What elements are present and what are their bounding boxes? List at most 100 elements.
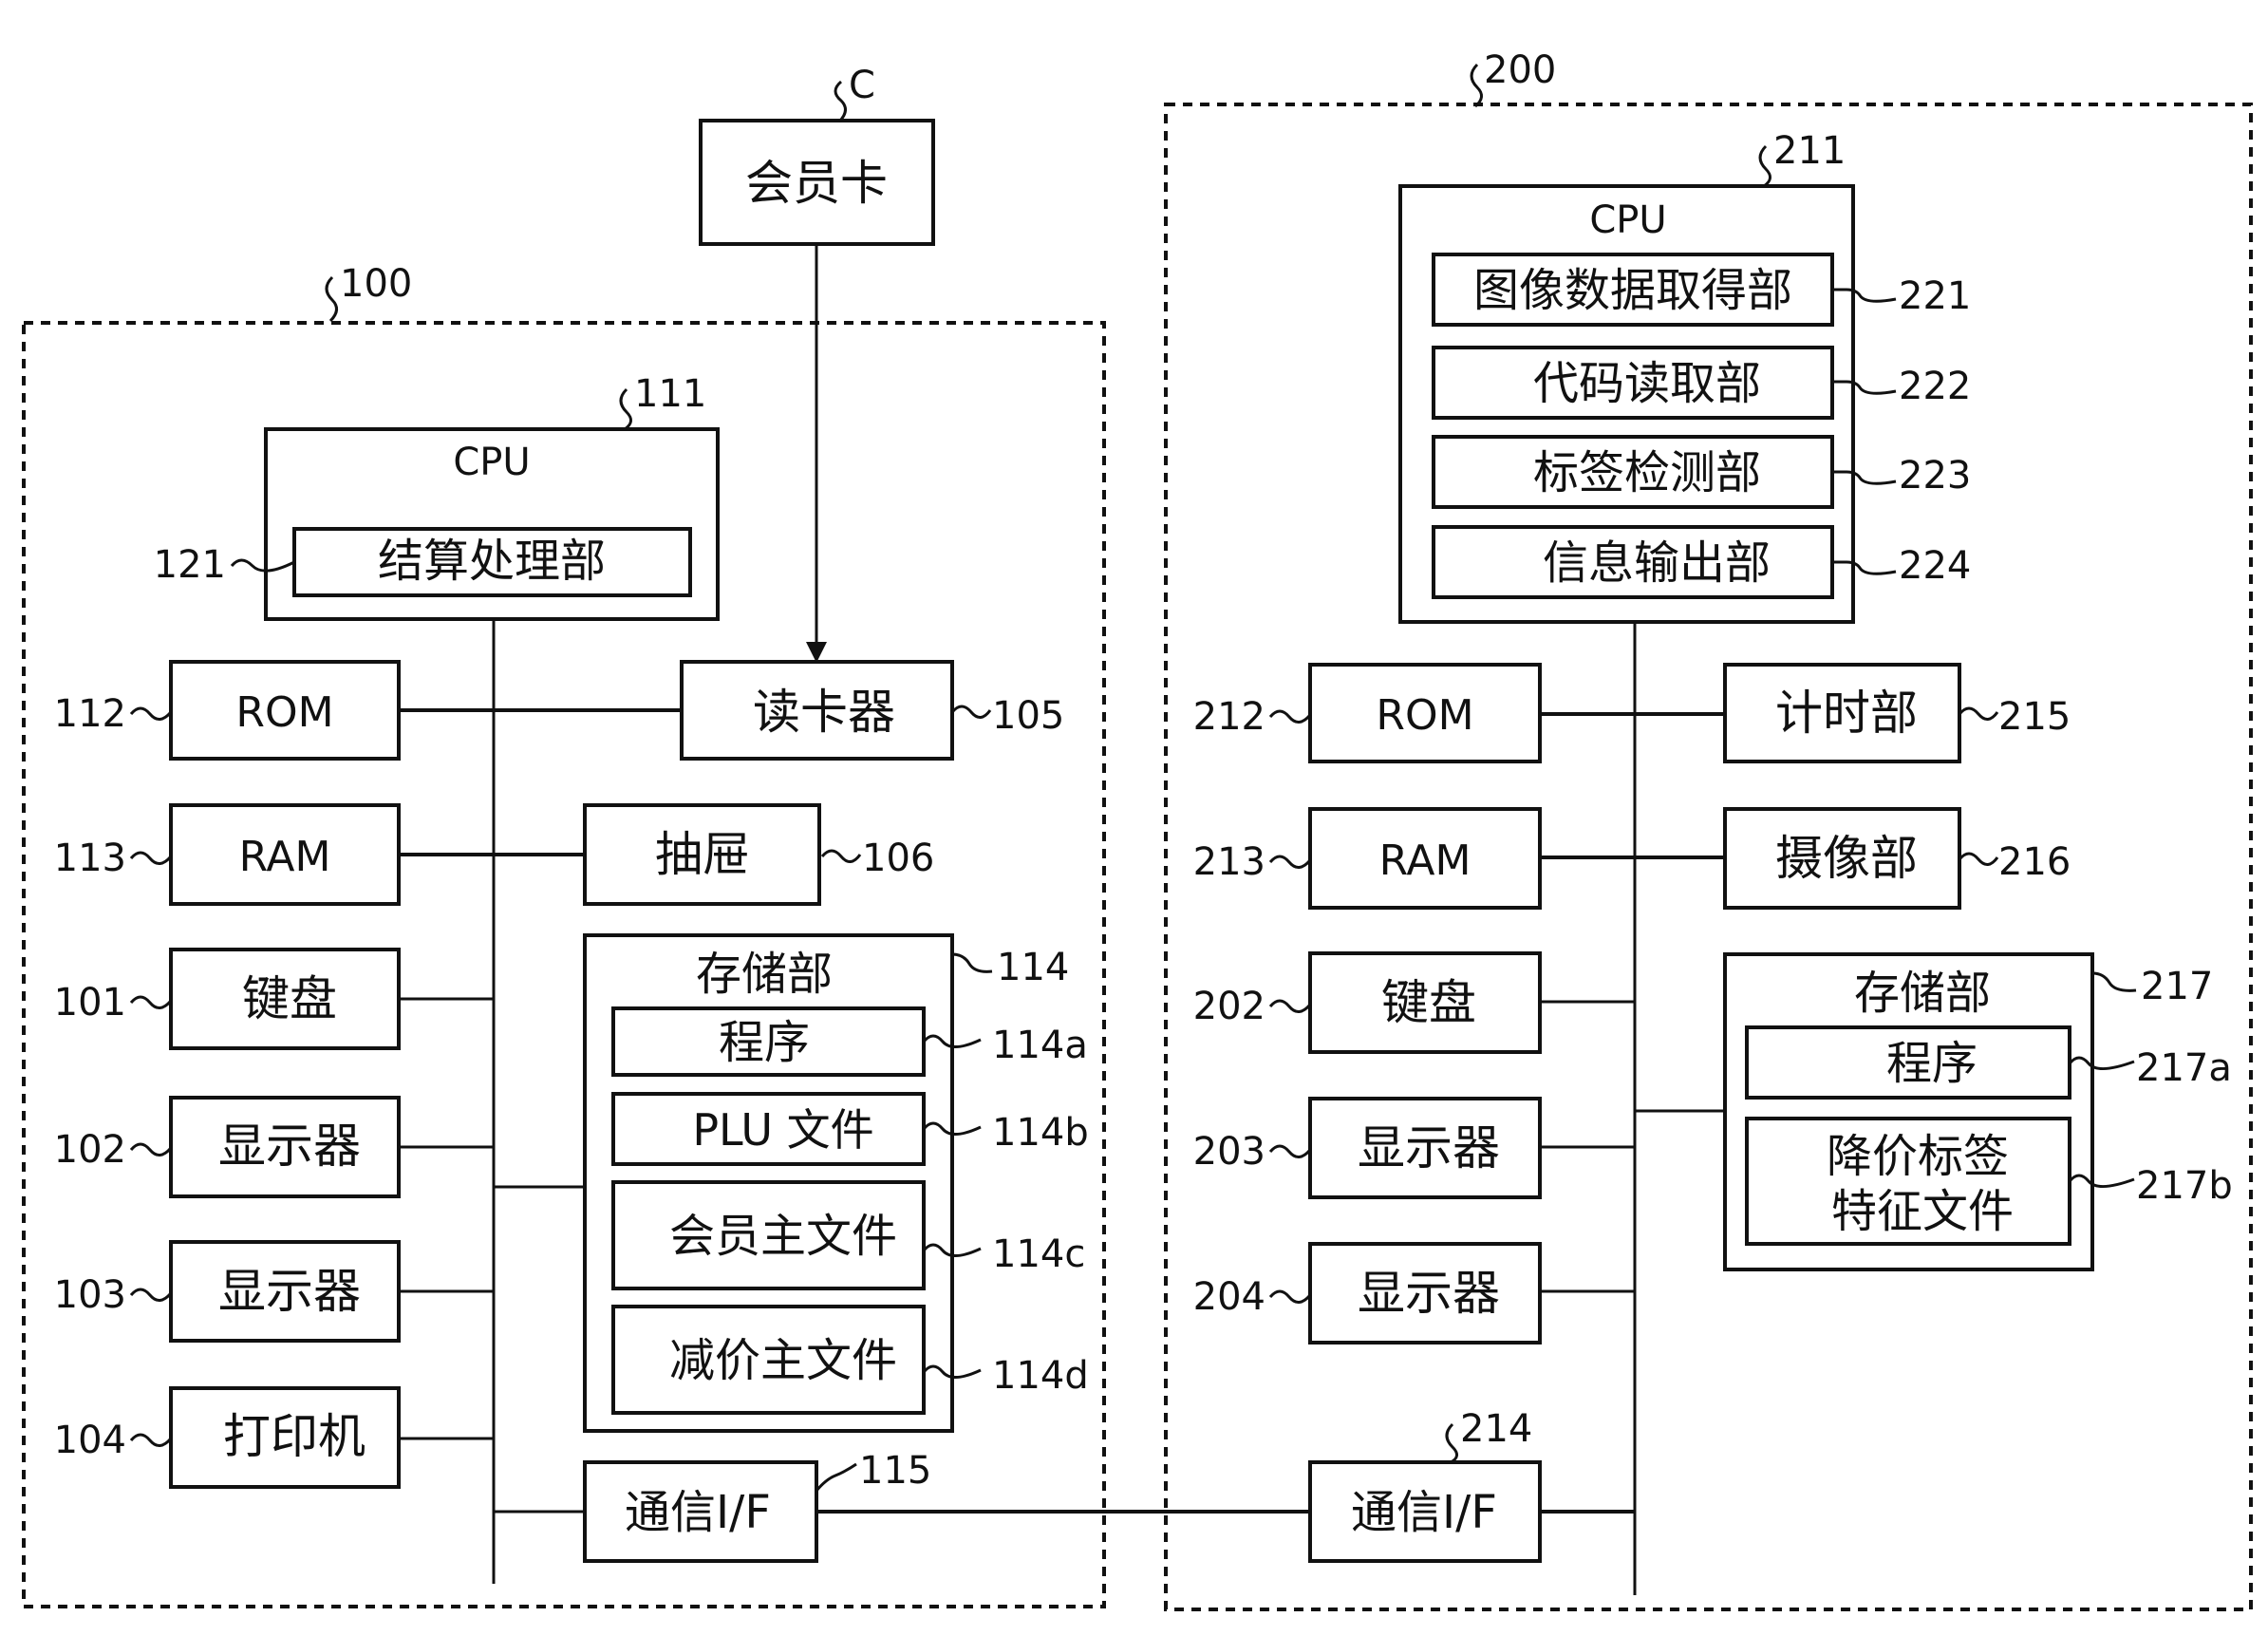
pos-display2-ref-leader bbox=[129, 1288, 173, 1302]
server-ram-label: RAM bbox=[1379, 837, 1471, 885]
settlement-unit-box bbox=[292, 527, 692, 597]
pos-cpu-ref: 111 bbox=[634, 372, 706, 416]
member-card-ref: C bbox=[849, 64, 875, 107]
plu-file-box bbox=[611, 1092, 926, 1166]
server-display2-group: 显示器 204 bbox=[1193, 1242, 1542, 1345]
server-comm-group: 通信I/F 214 bbox=[1308, 1407, 1542, 1563]
server-display1-box bbox=[1308, 1097, 1542, 1199]
member-master-box bbox=[611, 1180, 926, 1290]
pos-keyboard-ref: 101 bbox=[54, 981, 126, 1025]
pos-cpu-ref-leader bbox=[619, 387, 632, 431]
pos-keyboard-group: 键盘 101 bbox=[54, 948, 401, 1050]
server-program-ref: 217a bbox=[2136, 1046, 2232, 1090]
server-program-label: 程序 bbox=[1886, 1037, 1977, 1090]
server-ram-ref-leader bbox=[1268, 855, 1312, 869]
member-master-label: 会员主文件 bbox=[669, 1210, 897, 1263]
pos-ram-box bbox=[169, 803, 401, 906]
timer-group: 计时部 215 bbox=[1723, 663, 2071, 763]
server-rom-box bbox=[1308, 663, 1542, 763]
server-storage-group: 存储部 217 程序 217a 降价标签 特征文件 217b bbox=[1723, 952, 2233, 1271]
server-display2-ref: 204 bbox=[1193, 1275, 1265, 1319]
pos-program-label: 程序 bbox=[719, 1016, 810, 1069]
server-rom-ref: 212 bbox=[1193, 695, 1265, 739]
code-reading-unit-ref: 222 bbox=[1899, 365, 1971, 408]
tag-detection-unit-box bbox=[1432, 435, 1834, 509]
settlement-unit-ref: 121 bbox=[154, 543, 226, 587]
pos-card-reader-group: 读卡器 105 bbox=[680, 660, 1064, 761]
server-ram-box bbox=[1308, 807, 1542, 910]
pos-printer-ref: 104 bbox=[54, 1419, 126, 1462]
tag-detection-unit-ref-leader bbox=[1832, 470, 1897, 485]
server-comm-ref-leader bbox=[1445, 1422, 1458, 1464]
server-keyboard-group: 键盘 202 bbox=[1193, 951, 1542, 1054]
member-card-label: 会员卡 bbox=[745, 156, 888, 211]
pos-comm-group: 通信I/F 115 bbox=[583, 1449, 931, 1563]
member-master-ref: 114c bbox=[992, 1232, 1085, 1276]
server-program-ref-leader bbox=[2068, 1056, 2135, 1070]
info-output-unit-label: 信息输出部 bbox=[1543, 536, 1771, 590]
card-reader-ref: 105 bbox=[992, 694, 1064, 738]
server-keyboard-ref-leader bbox=[1268, 999, 1312, 1013]
pos-storage-title: 存储部 bbox=[696, 948, 833, 1001]
pos-display1-label: 显示器 bbox=[218, 1119, 361, 1174]
pos-display2-ref: 103 bbox=[54, 1273, 126, 1317]
pos-printer-label: 打印机 bbox=[223, 1409, 366, 1464]
pos-ram-ref-leader bbox=[129, 851, 173, 865]
pos-program-ref-leader bbox=[922, 1034, 982, 1048]
server-comm-box bbox=[1308, 1460, 1542, 1563]
pos-ram-ref: 113 bbox=[54, 837, 126, 880]
settlement-unit-ref-leader bbox=[230, 558, 295, 573]
server-display1-ref: 203 bbox=[1193, 1130, 1265, 1174]
pos-keyboard-label: 键盘 bbox=[242, 971, 337, 1026]
pos-display2-label: 显示器 bbox=[218, 1264, 361, 1319]
drawer-ref: 106 bbox=[862, 837, 934, 880]
card-reader-label: 读卡器 bbox=[753, 685, 895, 740]
server-ref-leader bbox=[1470, 63, 1483, 108]
timer-ref: 215 bbox=[1998, 695, 2071, 739]
pos-display2-group: 显示器 103 bbox=[54, 1240, 401, 1343]
code-reading-unit-label: 代码读取部 bbox=[1533, 357, 1761, 410]
timer-box bbox=[1723, 663, 1961, 763]
pos-storage-ref: 114 bbox=[997, 946, 1069, 989]
pos-terminal-ref: 100 bbox=[340, 262, 412, 306]
pos-keyboard-box bbox=[169, 948, 401, 1050]
pos-rom-group: ROM 112 bbox=[54, 660, 401, 761]
discount-master-box bbox=[611, 1305, 926, 1415]
code-reading-unit-ref-leader bbox=[1832, 380, 1897, 395]
server-display1-label: 显示器 bbox=[1358, 1120, 1500, 1175]
pos-comm-ref: 115 bbox=[859, 1449, 931, 1493]
server-ram-ref: 213 bbox=[1193, 840, 1265, 884]
markdown-feature-file-line2: 特征文件 bbox=[1831, 1185, 2014, 1238]
drawer-box bbox=[583, 803, 821, 906]
server-enclosure bbox=[1164, 103, 2253, 1611]
member-master-ref-leader bbox=[922, 1243, 982, 1257]
camera-group: 摄像部 216 bbox=[1723, 807, 2071, 910]
pos-display1-ref-leader bbox=[129, 1142, 173, 1156]
info-output-unit-ref: 224 bbox=[1899, 544, 1971, 588]
tag-detection-unit-ref: 223 bbox=[1899, 454, 1971, 498]
pos-storage-ref-leader bbox=[951, 952, 993, 973]
markdown-feature-file-line1: 降价标签 bbox=[1827, 1130, 2009, 1183]
plu-file-ref: 114b bbox=[992, 1111, 1089, 1155]
camera-ref-leader bbox=[1958, 852, 1999, 866]
pos-printer-box bbox=[169, 1386, 401, 1489]
markdown-feature-file-ref: 217b bbox=[2136, 1164, 2233, 1208]
member-card-ref-leader bbox=[834, 80, 847, 123]
server-storage-title: 存储部 bbox=[1854, 967, 1991, 1020]
timer-label: 计时部 bbox=[1775, 686, 1918, 741]
pos-storage-group: 存储部 114 程序 114a PLU 文件 114b 会员主文件 114c 减… bbox=[583, 933, 1089, 1433]
discount-master-ref-leader bbox=[922, 1364, 982, 1379]
tag-detection-unit-label: 标签检测部 bbox=[1533, 446, 1761, 499]
markdown-feature-file-ref-leader bbox=[2068, 1174, 2135, 1188]
server-program-box bbox=[1745, 1025, 2071, 1100]
pos-cpu-title: CPU bbox=[453, 441, 530, 484]
pos-comm-box bbox=[583, 1460, 818, 1563]
server-storage-ref: 217 bbox=[2141, 965, 2213, 1008]
pos-program-ref: 114a bbox=[992, 1024, 1088, 1067]
pos-comm-label: 通信I/F bbox=[625, 1486, 771, 1539]
pos-display1-ref: 102 bbox=[54, 1128, 126, 1172]
image-acquisition-unit-ref-leader bbox=[1832, 288, 1897, 303]
card-reader-ref-leader bbox=[950, 705, 992, 719]
camera-label: 摄像部 bbox=[1775, 831, 1918, 886]
